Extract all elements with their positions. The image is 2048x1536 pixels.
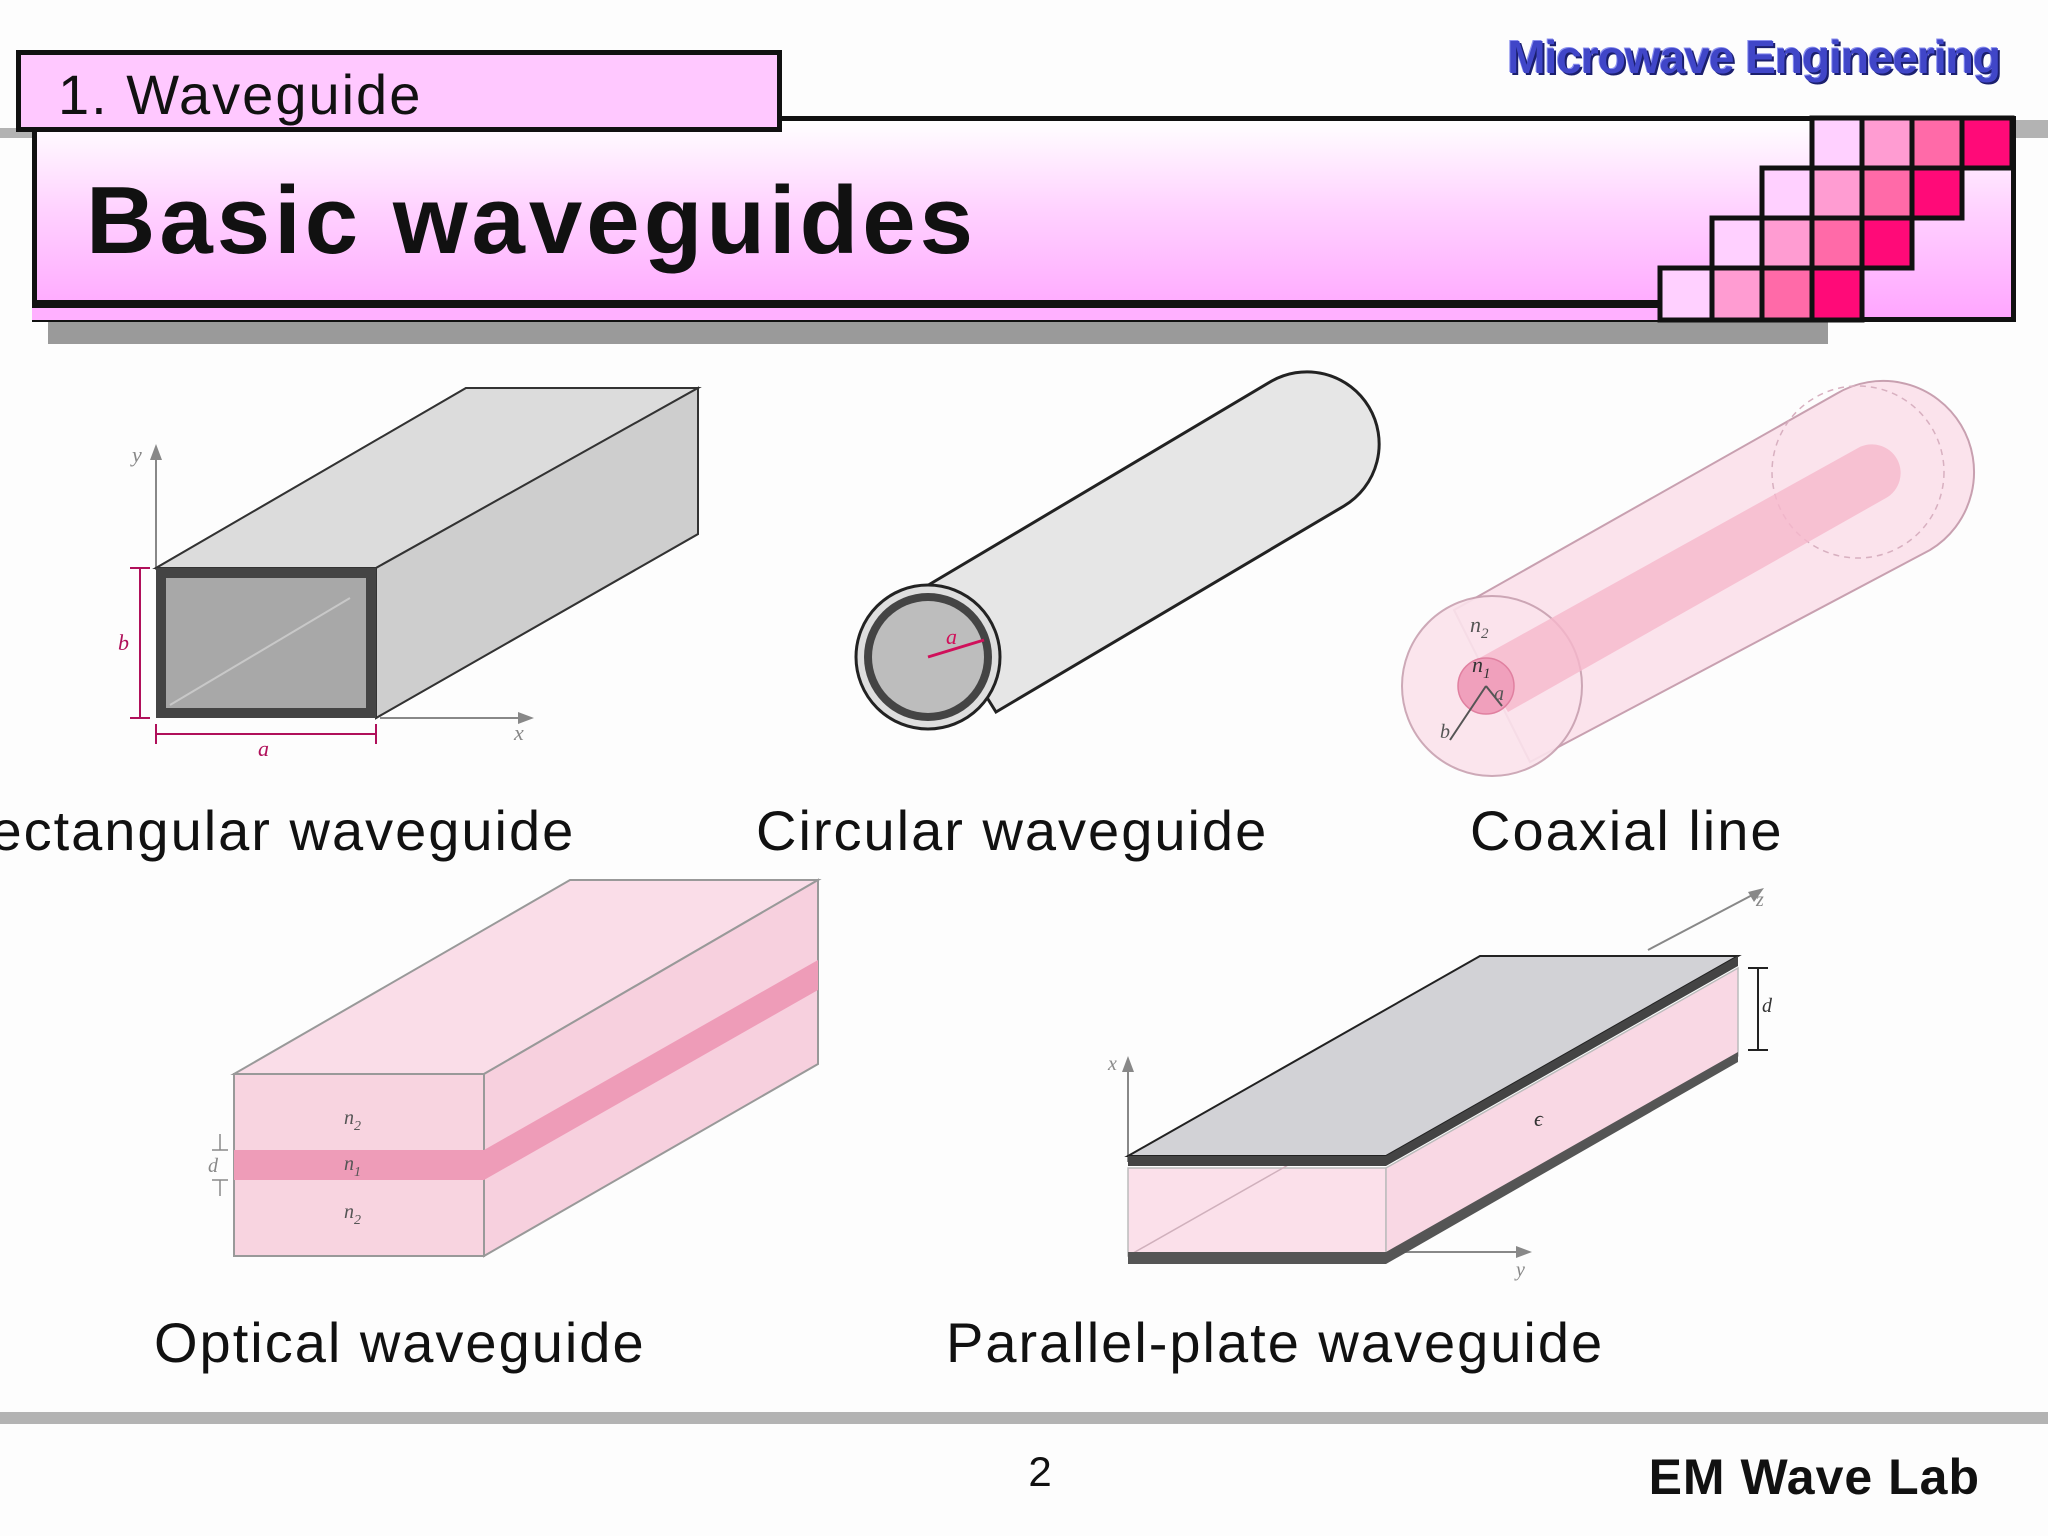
course-title: Microwave Engineering xyxy=(1507,31,2001,83)
rect-y-label: y xyxy=(130,442,142,467)
caption-coaxial-line: Coaxial line xyxy=(1470,799,1784,862)
pp-d-label: d xyxy=(1762,995,1773,1017)
rect-x-label: x xyxy=(513,720,524,745)
lab-name: EM Wave Lab xyxy=(1648,1449,1980,1505)
coax-a-label: a xyxy=(1494,683,1504,705)
optical-d-label: d xyxy=(208,1155,219,1177)
slide-title: Basic waveguides xyxy=(86,167,978,274)
circ-a-label: a xyxy=(946,624,957,649)
coax-b-label: b xyxy=(1440,721,1450,743)
footer-rule xyxy=(0,1412,2048,1424)
section-box xyxy=(16,50,782,132)
optical-n-top-label: n2 xyxy=(344,1107,361,1134)
title-underline xyxy=(32,300,1672,320)
checker-decoration xyxy=(1657,115,2015,323)
rect-b-label: b xyxy=(118,630,129,655)
pp-z-label: z xyxy=(1755,889,1764,911)
page-number: 2 xyxy=(1028,1448,1052,1495)
pp-epsilon-label: ϵ xyxy=(1534,1106,1544,1131)
coax-n2-label: n2 xyxy=(1470,612,1489,642)
caption-optical-waveguide: Optical waveguide xyxy=(154,1311,646,1374)
optical-n-bot-label: n2 xyxy=(344,1201,361,1228)
caption-circular-waveguide: Circular waveguide xyxy=(756,799,1269,862)
rect-a-label: a xyxy=(258,736,269,761)
section-label: 1. Waveguide xyxy=(58,63,423,126)
optical-n-mid-label: n1 xyxy=(344,1153,361,1180)
pp-y-label: y xyxy=(1514,1259,1525,1281)
caption-rectangular-waveguide: Rectangular waveguide xyxy=(0,799,576,862)
header-rule-left xyxy=(0,128,34,138)
pp-x-label: x xyxy=(1107,1053,1117,1075)
caption-parallel-plate-waveguide: Parallel-plate waveguide xyxy=(946,1311,1605,1374)
coax-n1-label: n1 xyxy=(1472,652,1491,682)
